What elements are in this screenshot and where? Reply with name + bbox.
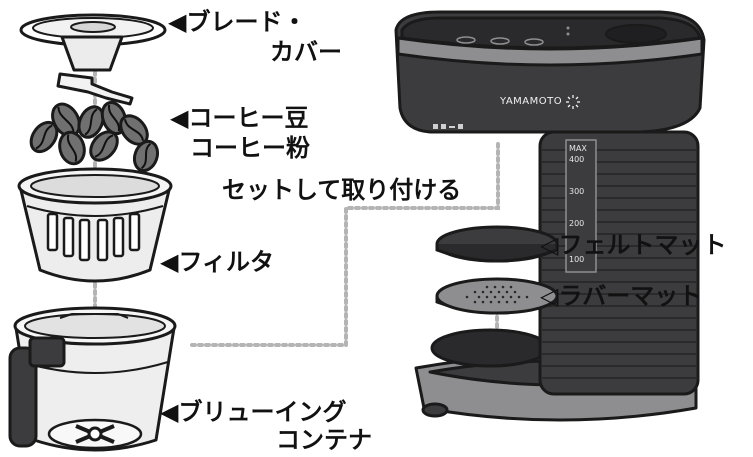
blade-cover: [19, 13, 167, 106]
brewing-container: [8, 306, 177, 452]
coffee-machine: [394, 10, 706, 422]
label-attach-instruction: セットして取り付ける: [220, 176, 464, 204]
filter-basket: [17, 167, 173, 283]
label-brewing-line1: ◀ブリューイング: [160, 398, 347, 426]
scale-tick-200: 200: [569, 219, 584, 228]
machine-brand: YAMAMOTO: [499, 96, 562, 107]
coffee-beans: [29, 101, 160, 173]
label-blade-cover-line1: ◀ブレード・: [168, 8, 307, 36]
rubber-mat: [435, 277, 559, 315]
label-beans-line2: コーヒー粉: [190, 134, 310, 162]
label-brewing-line2: コンテナ: [276, 426, 372, 454]
sun-logo-icon: [566, 95, 580, 109]
label-beans-line1: ◀コーヒー豆: [170, 104, 309, 132]
felt-mat: [435, 225, 559, 263]
scale-tick-300: 300: [569, 187, 584, 196]
scale-max-label: MAX: [569, 144, 587, 153]
icon-row: [433, 124, 463, 129]
label-blade-cover-line2: カバー: [270, 38, 342, 66]
label-rubber-mat: ◁ラバーマット: [540, 282, 703, 310]
label-filter: ◀フィルタ: [160, 248, 274, 276]
scale-tick-100: 100: [569, 255, 584, 264]
scale-tick-400: 400: [569, 155, 584, 164]
label-felt-mat: ◁フェルトマット: [540, 231, 727, 259]
